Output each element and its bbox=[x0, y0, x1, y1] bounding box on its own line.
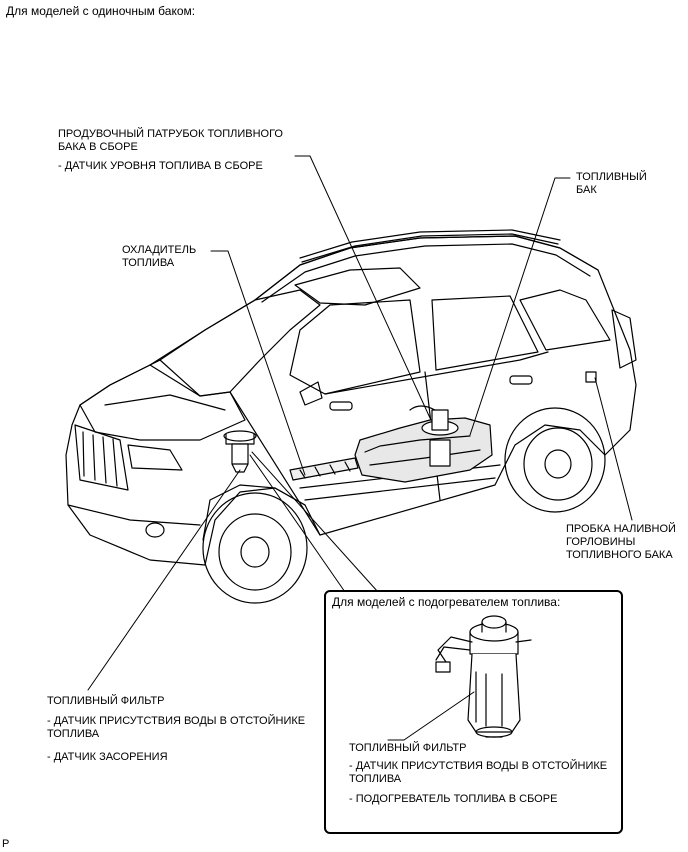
filler-cap-label-line1: ПРОБКА НАЛИВНОЙ bbox=[566, 523, 676, 535]
fuel-level-sensor-label: - ДАТЧИК УРОВНЯ ТОПЛИВА В СБОРЕ bbox=[58, 160, 263, 172]
filler-cap-label-line3: ТОПЛИВНОГО БАКА bbox=[566, 549, 673, 561]
purge-pipe-label-line2: БАКА В СБОРЕ bbox=[58, 141, 138, 153]
fuel-system-components bbox=[223, 371, 597, 483]
fuel-tank-label-line1: ТОПЛИВНЫЙ bbox=[576, 171, 647, 183]
heated-filter-inset: Для моделей с подогревателем топлива: ТО… bbox=[324, 590, 623, 834]
fuel-cooler-label-line1: ОХЛАДИТЕЛЬ bbox=[122, 244, 197, 256]
filler-cap-label-line2: ГОРЛОВИНЫ bbox=[566, 536, 636, 548]
fuel-filter-label: ТОПЛИВНЫЙ ФИЛЬТР bbox=[47, 695, 165, 707]
inset-filter-label: ТОПЛИВНЫЙ ФИЛЬТР bbox=[349, 742, 467, 754]
suv-body-outline bbox=[65, 229, 637, 604]
figure-code: P bbox=[2, 838, 10, 850]
inset-water-sensor-line2: ТОПЛИВА bbox=[349, 773, 402, 785]
leader-lines bbox=[87, 155, 633, 691]
fuel-tank-label-line2: БАК bbox=[576, 184, 597, 196]
inset-water-sensor-line1: - ДАТЧИК ПРИСУТСТВИЯ ВОДЫ В ОТСТОЙНИКЕ bbox=[349, 760, 608, 772]
inset-heater-label: - ПОДОГРЕВАТЕЛЬ ТОПЛИВА В СБОРЕ bbox=[349, 793, 558, 805]
clog-sensor-label: - ДАТЧИК ЗАСОРЕНИЯ bbox=[47, 751, 168, 763]
purge-pipe-label-line1: ПРОДУВОЧНЫЙ ПАТРУБОК ТОПЛИВНОГО bbox=[58, 128, 283, 140]
water-sensor-label-line1: - ДАТЧИК ПРИСУТСТВИЯ ВОДЫ В ОТСТОЙНИКЕ bbox=[47, 715, 306, 727]
inset-title: Для моделей с подогревателем топлива: bbox=[332, 595, 561, 609]
heated-fuel-filter-drawing bbox=[387, 615, 532, 741]
page-title: Для моделей с одиночным баком: bbox=[6, 4, 196, 18]
water-sensor-label-line2: ТОПЛИВА bbox=[47, 728, 100, 740]
fuel-cooler-label-line2: ТОПЛИВА bbox=[122, 257, 175, 269]
